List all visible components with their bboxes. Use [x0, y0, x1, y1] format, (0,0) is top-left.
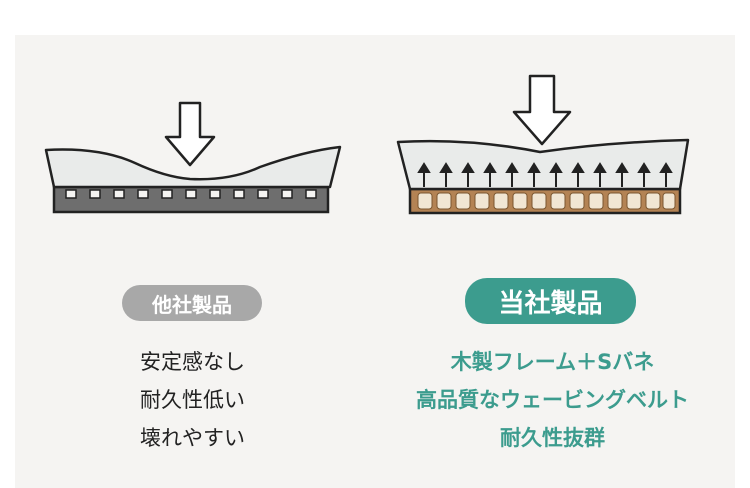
down-arrow-icon: [164, 101, 216, 167]
own-product-illustration: [396, 74, 690, 215]
comparison-panel: [15, 35, 735, 488]
feature-line: 木製フレーム＋Sバネ: [450, 350, 655, 374]
other-product-features: 安定感なし 耐久性低い 壊れやすい: [100, 343, 285, 457]
base-slots: [65, 189, 317, 199]
feature-line: 耐久性低い: [140, 388, 245, 412]
sagging-cushion: [44, 145, 342, 189]
other-product-badge: 他社製品: [122, 285, 262, 321]
feature-line: 耐久性抜群: [500, 426, 605, 450]
feature-line: 壊れやすい: [140, 426, 245, 450]
own-product-features: 木製フレーム＋Sバネ 高品質なウェービングベルト 耐久性抜群: [375, 343, 730, 457]
own-product-badge: 当社製品: [465, 278, 636, 324]
other-product-illustration: [44, 101, 342, 214]
feature-line: 高品質なウェービングベルト: [416, 388, 689, 412]
supported-cushion: [396, 138, 690, 191]
down-arrow-icon: [512, 74, 572, 146]
support-arrows: [417, 162, 673, 187]
spring-coils: [417, 192, 676, 210]
feature-line: 安定感なし: [140, 350, 245, 374]
